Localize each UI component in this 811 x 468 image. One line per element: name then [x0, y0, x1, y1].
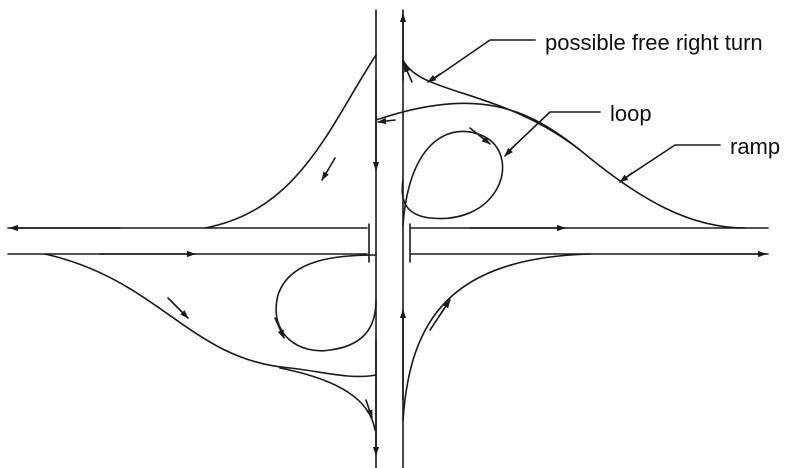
ramp-sw [44, 253, 377, 378]
ramp-sw-weave [279, 367, 376, 431]
leader-free-right-turn [431, 39, 536, 81]
label-free-right-turn: possible free right turn [545, 30, 763, 55]
loop-sw [275, 254, 377, 352]
loop-sw-arrow [274, 317, 285, 339]
ramp-se [402, 253, 591, 421]
label-loop: loop [610, 101, 652, 126]
ramp-sw-arrow [167, 297, 189, 319]
loop-ne [401, 130, 504, 226]
ramps [44, 54, 746, 431]
leader-free-right-turn-arrow [427, 73, 441, 83]
leader-ramp [624, 144, 721, 179]
loops [274, 127, 504, 352]
leader-ramp-arrow [619, 172, 633, 183]
minor-road-horizontal [7, 224, 769, 258]
leader-loop-arrow [504, 143, 517, 157]
leader-loop [509, 111, 601, 151]
ramp-ne-arrow [377, 117, 396, 125]
major-road-vertical [372, 9, 407, 468]
ramp-ne [375, 102, 746, 229]
ramp-sw-weave-arrow [365, 399, 373, 419]
loop-ne-arrow [469, 127, 491, 145]
ramp-nw-arrow [321, 157, 336, 181]
callouts: possible free right turn loop ramp [427, 30, 780, 183]
label-ramp: ramp [730, 134, 780, 159]
ramp-se-arrow [429, 299, 451, 331]
bridge-abutments [368, 223, 411, 263]
free-right-turn [402, 59, 581, 151]
ramp-nw [204, 54, 377, 229]
free-right-turn-arrow [403, 63, 413, 83]
